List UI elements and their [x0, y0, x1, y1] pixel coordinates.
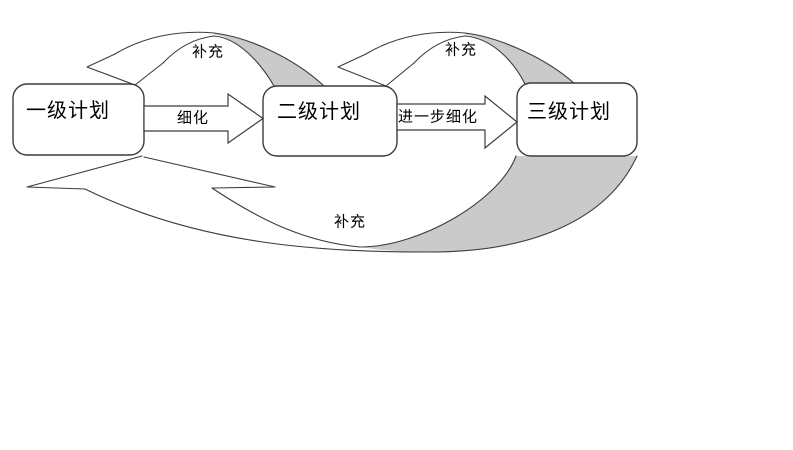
level3-box-label: 三级计划	[527, 101, 611, 123]
supplement-3to2-arrowhead	[337, 53, 415, 87]
supplement-2to1-outer-arc	[114, 31, 325, 87]
supplement-2to1-label: 补充	[191, 43, 225, 61]
supplement-3to1-outer-arc	[84, 155, 638, 253]
supplement-3to1-label: 补充	[333, 213, 367, 231]
supplement-3to2-inner-arc	[413, 35, 526, 85]
supplement-2to1-inner-arc	[162, 35, 275, 87]
level3-box	[516, 82, 638, 157]
refine-arrow-label: 细化	[176, 109, 210, 127]
supplement-2to1-arrowhead	[86, 53, 164, 86]
supplement-3to2-ribbon-underside	[465, 33, 575, 84]
level2-box-label: 二级计划	[277, 101, 361, 123]
supplement-3to1-arrowhead	[26, 155, 143, 190]
level1-box-label: 一级计划	[26, 100, 110, 122]
further-refine-arrow-label: 进一步细化	[397, 108, 479, 126]
supplement-3to1-inner-arc	[211, 155, 517, 248]
supplement-3to2-label: 补充	[444, 41, 478, 59]
supplement-2to1-ribbon-underside	[214, 33, 324, 86]
supplement-3to1-arrowhead-notch	[143, 156, 276, 189]
refine-block-arrow	[143, 92, 265, 145]
supplement-3to1-ribbon-underside	[360, 156, 637, 252]
supplement-3to2-outer-arc	[365, 31, 576, 85]
further-refine-block-arrow	[396, 94, 518, 150]
